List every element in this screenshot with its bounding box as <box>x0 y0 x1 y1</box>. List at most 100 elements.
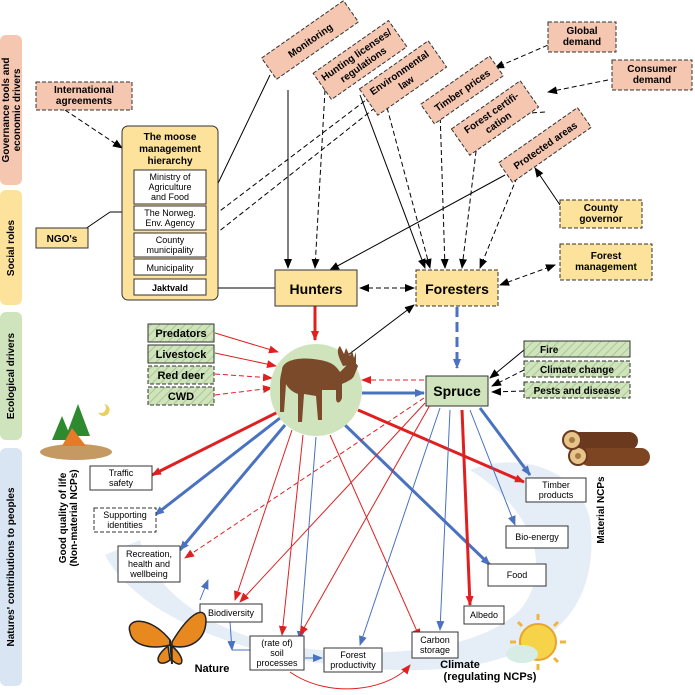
box-bioenergy: Bio-energy <box>505 525 569 549</box>
climate-line2: (regulating NCPs) <box>444 671 537 683</box>
biodiversity-label: Biodiversity <box>208 608 255 618</box>
jaktvald-label: Jaktvald <box>152 283 188 293</box>
traffic-line2: safety <box>109 478 134 488</box>
sidebar-social-label: Social roles <box>6 219 17 276</box>
recreation-line3: wellbeing <box>129 569 168 579</box>
forestprod-line2: productivity <box>330 660 376 670</box>
sidebar-ncp <box>0 448 22 686</box>
ministry-line3: and Food <box>151 192 189 202</box>
butterfly-icon <box>128 611 207 665</box>
ecological-boxes: Predators Livestock Red deer CWD Spruce <box>147 323 631 436</box>
sun-cloud-icon <box>506 614 566 670</box>
box-agency <box>133 205 207 231</box>
agency-line2: Env. Agency <box>145 218 195 228</box>
material-ncps-label: Material NCPs <box>596 476 607 544</box>
box-spruce: Spruce <box>425 375 489 407</box>
svg-text:The Norweg.Env. Agency: The Norweg.Env. Agency <box>144 208 196 228</box>
sidebar-governance-line2: economic drivers <box>12 68 23 151</box>
hunters-label: Hunters <box>290 281 343 297</box>
spruce-label: Spruce <box>433 383 481 399</box>
box-ministry <box>133 169 207 205</box>
timberprod-line1: Timber <box>542 480 570 490</box>
climate-line1: Climate <box>440 659 480 671</box>
box-biodiversity: Biodiversity <box>199 603 263 623</box>
svg-text:Good quality of life(Non-mater: Good quality of life(Non-material NCPs) <box>58 469 80 566</box>
hierarchy-title-line1: The moose <box>144 132 197 143</box>
hierarchy-title-line3: hierarchy <box>147 156 192 167</box>
sidebar-governance-line1: Governance tools and <box>1 57 12 162</box>
moose-icon <box>280 346 358 422</box>
red-deer-label: Red deer <box>157 370 205 382</box>
carbon-line1: Carbon <box>420 635 450 645</box>
nature-label: Nature <box>195 663 230 675</box>
ministry-line2: Agriculture <box>148 182 191 192</box>
forestmgmt-line1: Forest <box>591 251 622 262</box>
box-livestock: Livestock <box>147 344 215 364</box>
sidebar: Governance tools andeconomic drivers Soc… <box>0 35 23 686</box>
consumer-line2: demand <box>633 75 671 86</box>
box-albedo: Albedo <box>463 605 505 625</box>
global-line1: Global <box>566 26 597 37</box>
soil-line1: (rate of) <box>261 638 293 648</box>
carbon-line2: storage <box>420 645 450 655</box>
international-line1: International <box>54 85 114 96</box>
global-line2: demand <box>563 37 601 48</box>
svg-text:Climate(regulating NCPs): Climate(regulating NCPs) <box>440 659 537 683</box>
international-line2: agreements <box>56 96 113 107</box>
countymun-line2: municipality <box>146 245 194 255</box>
governor-line2: governor <box>579 214 622 225</box>
municipality-label: Municipality <box>146 263 194 273</box>
box-red-deer: Red deer <box>147 365 215 385</box>
recreation-line1: Recreation, <box>126 549 172 559</box>
svg-text:Governance tools andeconomic d: Governance tools andeconomic drivers <box>1 57 23 162</box>
box-jaktvald <box>133 278 207 296</box>
timberprod-line2: products <box>539 490 574 500</box>
hierarchy-title-line2: management <box>139 144 201 155</box>
box-pests-disease: Pests and disease <box>523 381 631 399</box>
box-fire: Fire <box>523 340 631 358</box>
arrows <box>64 41 609 690</box>
sidebar-governance <box>0 35 22 185</box>
box-climate-change: Climate change <box>523 360 631 378</box>
box-predators: Predators <box>147 323 215 343</box>
food-label: Food <box>507 570 528 580</box>
cwd-label: CWD <box>168 391 194 403</box>
agency-line1: The Norweg. <box>144 208 196 218</box>
box-hunters: Hunters <box>274 269 358 307</box>
good-quality-line2: (Non-material NCPs) <box>69 469 80 566</box>
sidebar-ecological <box>0 312 22 440</box>
soil-line3: processes <box>256 658 298 668</box>
pests-label: Pests and disease <box>534 386 621 397</box>
foresters-label: Foresters <box>425 281 489 297</box>
ngos-label: NGO's <box>47 234 78 245</box>
sidebar-ncp-label: Natures' contributions to peoples <box>6 487 17 646</box>
consumer-line1: Consumer <box>627 64 677 75</box>
box-county-municipality <box>133 232 207 258</box>
ministry-line1: Ministry of <box>149 172 191 182</box>
good-quality-line1: Good quality of life <box>58 472 69 563</box>
box-foresters: Foresters <box>415 269 499 307</box>
forestprod-line1: Forest <box>340 650 366 660</box>
